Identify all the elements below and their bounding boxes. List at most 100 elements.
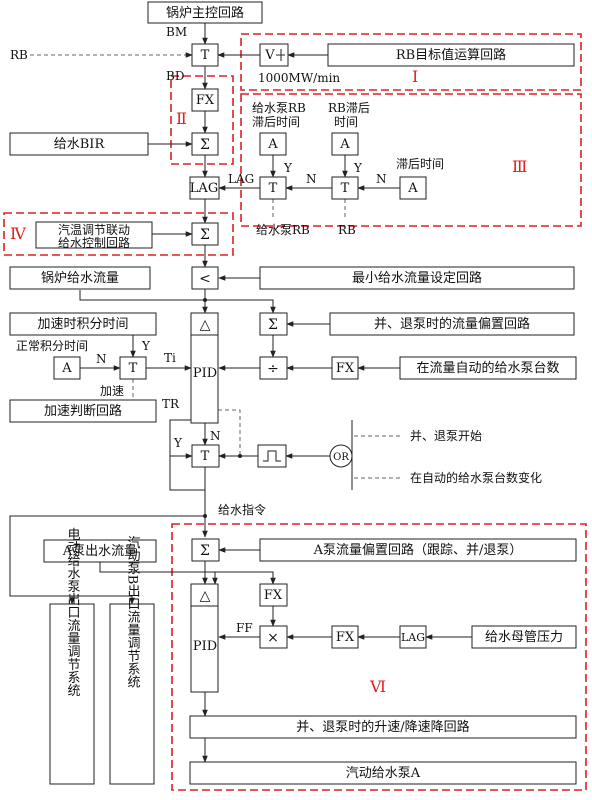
block-a1 (259, 132, 287, 156)
text-divide: ÷ (267, 361, 279, 377)
line-tout-back (169, 456, 206, 491)
label-normal-int: 正常积分时间 (16, 339, 88, 353)
text-or: OR (333, 452, 349, 463)
block-bias1 (329, 312, 575, 336)
block-multiply (259, 625, 288, 649)
label-rb-lag-2: 时间 (334, 115, 358, 129)
block-boiler-flow (9, 266, 151, 290)
block-fx3 (259, 583, 288, 607)
label-ti: Ti (164, 351, 176, 365)
pulse-icon (263, 450, 281, 462)
label-rb: RB (10, 48, 28, 62)
label-fw-cmd: 给水指令 (218, 502, 266, 517)
block-min-select (191, 266, 219, 290)
block-steam-temp (35, 221, 153, 249)
line-apump-delta (99, 562, 218, 585)
label-y4: Y (173, 436, 183, 450)
label-lag-out: LAG (228, 172, 254, 186)
label-pump-rb-lag-2: 滞后时间 (252, 115, 300, 129)
text-lag2: LAG (401, 631, 425, 644)
label-y1: Y (283, 161, 293, 175)
text-fx2: FX (336, 361, 355, 376)
text-lag: LAG (190, 181, 218, 196)
label-bd: BD (166, 69, 184, 83)
label-rb-lag-1: RB滞后 (328, 101, 370, 115)
region-label-vi: Ⅵ (369, 677, 386, 696)
text-sum1: Σ (200, 137, 210, 153)
text-a-pump-flow: A泵出水流量 (62, 544, 137, 559)
block-boiler-master (147, 1, 263, 24)
junction-dot-cmd (203, 514, 207, 518)
line-cmd-b (72, 595, 135, 605)
block-sum4 (191, 538, 220, 562)
block-divide (259, 356, 288, 380)
text-sum2: Σ (200, 227, 210, 243)
region-i-border (240, 33, 582, 91)
label-pump-rb-lag-1: 给水泵RB (252, 101, 306, 115)
block-ramp (189, 715, 577, 739)
block-t-lag2 (331, 176, 359, 200)
block-fx4 (331, 625, 359, 649)
text-sum3: Σ (268, 317, 278, 333)
text-accel-int: 加速时积分时间 (37, 317, 128, 332)
block-a-normal (53, 356, 81, 380)
block-lag (189, 176, 220, 200)
block-fx1 (191, 88, 219, 112)
region-label-iii: Ⅲ (512, 157, 527, 176)
text-t-out: T (201, 449, 210, 464)
block-e-pump-sys (49, 603, 95, 785)
text-rate-limiter: V (264, 48, 275, 63)
block-t-lag1 (259, 176, 287, 200)
line-cmd-left (9, 515, 205, 605)
text-pid1: PID (193, 366, 217, 381)
text-bias1: 并、退泵时的流量偏置回路 (374, 316, 530, 332)
block-header-pressure (471, 625, 577, 649)
text-boiler-flow: 锅炉给水流量 (41, 270, 119, 286)
block-accel-int (9, 312, 157, 336)
line-boilerflow (79, 290, 276, 314)
block-lag2 (399, 625, 427, 649)
text-a1: A (267, 137, 278, 152)
line-pid-pulse (218, 409, 241, 456)
text-e-pump-sys: 电动给水泵出口流量调节系统 (65, 528, 81, 698)
block-accel-judge (9, 399, 157, 423)
block-t-pump-b-sys (109, 603, 155, 785)
block-bias2 (259, 538, 577, 562)
text-fx4: FX (336, 630, 355, 645)
text-delta2: △ (200, 588, 211, 604)
text-ramp: 并、退泵时的升速/降速降回路 (296, 719, 469, 735)
label-y2: Y (353, 161, 363, 175)
text-fx3: FX (264, 588, 283, 603)
text-pid2: PID (193, 639, 217, 654)
block-fw-bir (9, 132, 149, 156)
text-pump-count: 在流量自动的给水泵台数 (416, 360, 559, 376)
text-bias2: A泵流量偏置回路（跟踪、并/退泵） (313, 542, 523, 558)
text-steam-temp-2: 给水控制回路 (58, 235, 130, 250)
text-delta1: △ (200, 317, 211, 333)
label-n1: N (306, 172, 317, 186)
block-pump-count (399, 356, 577, 380)
text-t-pump-b-sys: 汽动泵B出口流量调节系统 (125, 536, 141, 690)
block-sum1 (191, 132, 219, 156)
text-fx1: FX (196, 93, 215, 108)
block-t-int (119, 356, 147, 380)
block-t-top (191, 43, 219, 67)
region-label-iv: Ⅳ (10, 224, 27, 243)
label-bm: BM (166, 25, 187, 39)
text-multiply: × (267, 630, 279, 646)
label-pump-start: 并、退泵开始 (410, 429, 482, 443)
label-n3: N (96, 352, 107, 366)
block-fx2 (331, 356, 359, 380)
text-t-top: T (201, 48, 210, 63)
block-pid1 (190, 312, 219, 424)
label-rb2: RB (338, 223, 356, 237)
label-tr: TR (162, 397, 180, 411)
junction-dot-out (238, 454, 242, 458)
label-rate: 1000MW/min (258, 71, 340, 85)
text-t-lag1: T (269, 181, 278, 196)
region-label-ii: Ⅱ (176, 109, 187, 128)
text-turbine-pump-a: 汽动给水泵A (346, 766, 421, 781)
block-a2 (331, 132, 359, 156)
label-y3: Y (141, 339, 151, 353)
